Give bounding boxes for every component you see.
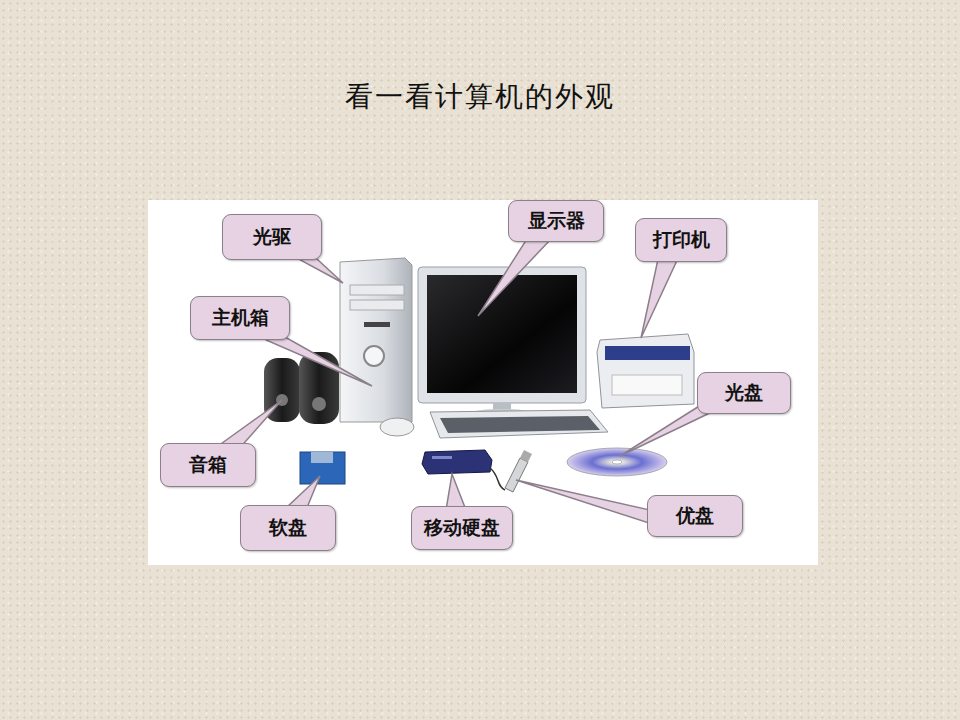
callout-bubble: 光盘: [697, 372, 791, 414]
callout-bubble: 打印机: [635, 218, 727, 262]
part-name: 音箱: [189, 452, 227, 478]
part-name: 光盘: [725, 380, 763, 406]
callout-bubble: 光驱: [222, 214, 322, 260]
callout-bubble: 软盘: [240, 505, 336, 551]
part-name: 光驱: [253, 224, 291, 250]
callout-tail: [478, 234, 552, 316]
callout-tail: [641, 250, 680, 338]
callout-bubble: 主机箱: [190, 296, 290, 340]
part-name: 移动硬盘: [424, 515, 500, 541]
slide-title: 看一看计算机的外观: [0, 78, 960, 116]
part-name: 优盘: [676, 503, 714, 529]
part-name: 主机箱: [212, 305, 269, 331]
callout-tail: [516, 480, 652, 524]
part-name: 打印机: [653, 227, 710, 253]
callout-bubble: 优盘: [647, 495, 743, 537]
part-name: 显示器: [528, 208, 585, 234]
callout-bubble: 显示器: [508, 200, 604, 242]
callout-tail: [446, 474, 466, 510]
callout-bubble: 音箱: [160, 443, 256, 487]
callout-bubble: 移动硬盘: [411, 506, 513, 550]
part-name: 软盘: [269, 515, 307, 541]
